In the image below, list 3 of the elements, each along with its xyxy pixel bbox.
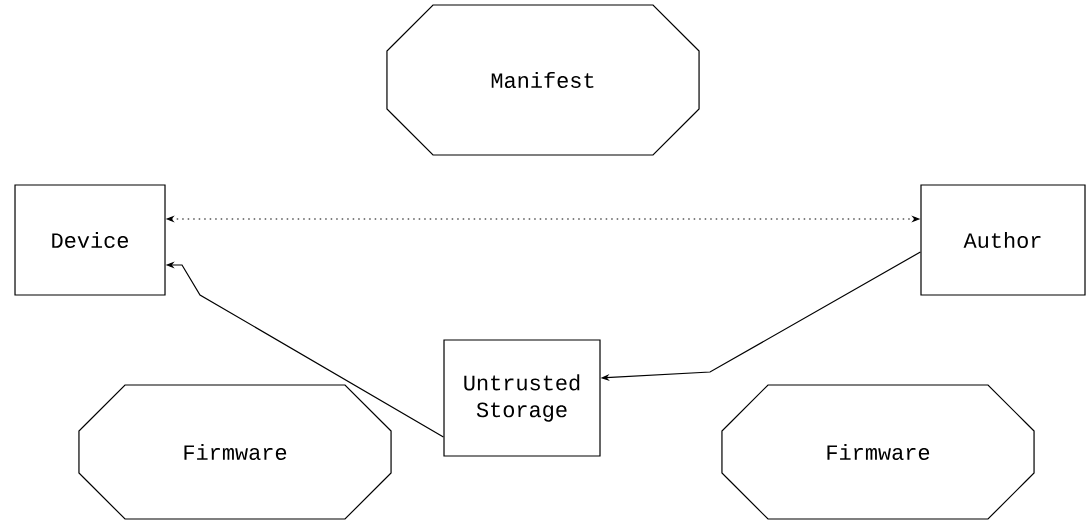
author-box: Author [920, 184, 1086, 296]
device-box: Device [14, 184, 166, 296]
storage-box: Untrusted Storage [443, 339, 601, 457]
